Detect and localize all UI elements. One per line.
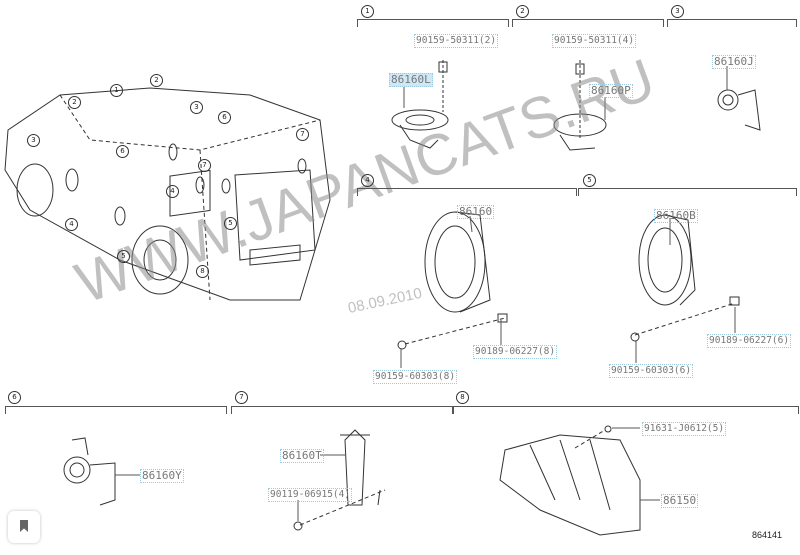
illustration-code: 864141 (752, 530, 783, 540)
car-callout[interactable]: 8 (196, 265, 209, 278)
car-callout[interactable]: 7 (296, 128, 309, 141)
section-bracket (5, 406, 227, 414)
car-callout[interactable]: 6 (218, 111, 231, 124)
car-callout[interactable]: 5 (117, 250, 130, 263)
part-label-86160B[interactable]: 86160B (654, 209, 698, 223)
part-label-bolt[interactable]: 90159-50311(4) (552, 34, 637, 48)
car-callout[interactable]: 1 (110, 84, 123, 97)
part-label-bolt[interactable]: 90159-50311(2) (414, 34, 499, 48)
vehicle-illustration (4, 87, 331, 301)
section-bracket (357, 19, 509, 27)
leader-lines (115, 66, 736, 521)
part-label-86160Y[interactable]: 86160Y (140, 469, 184, 483)
part-label-screw[interactable]: 90159-60303(6) (609, 364, 694, 378)
part-label-86160[interactable]: 86160 (457, 205, 495, 219)
section-number: 7 (235, 391, 248, 404)
part-label-86150[interactable]: 86150 (661, 494, 699, 508)
part-label-clip[interactable]: 90189-06227(8) (473, 345, 558, 359)
part-label-bolt[interactable]: 91631-J0612(5) (642, 422, 727, 436)
car-callout[interactable]: 3 (27, 134, 40, 147)
section-number: 6 (8, 391, 21, 404)
section-bracket (453, 406, 799, 414)
section-number: 2 (516, 5, 529, 18)
car-callout[interactable]: 2 (68, 96, 81, 109)
car-callout[interactable]: 2 (150, 74, 163, 87)
part-label-86160L[interactable]: 86160L (389, 73, 433, 87)
car-callout[interactable]: 6 (116, 145, 129, 158)
section-bracket (512, 19, 664, 27)
section-number: 3 (671, 5, 684, 18)
section-bracket (667, 19, 797, 27)
car-callout[interactable]: 3 (190, 101, 203, 114)
car-callout[interactable]: 5 (224, 217, 237, 230)
section-bracket (231, 406, 453, 414)
section-bracket (578, 188, 797, 196)
part-label-86160T[interactable]: 86160T (280, 449, 324, 463)
section-number: 1 (361, 5, 374, 18)
bookmark-button[interactable] (8, 511, 40, 543)
car-callout[interactable]: 4 (166, 185, 179, 198)
part-label-86160J[interactable]: 86160J (712, 55, 756, 69)
part-drawings (63, 60, 761, 536)
part-label-screw[interactable]: 90159-60303(8) (373, 370, 458, 384)
section-number: 4 (361, 174, 374, 187)
section-number: 5 (583, 174, 596, 187)
section-number: 8 (456, 391, 469, 404)
section-bracket (357, 188, 577, 196)
car-callout[interactable]: 4 (65, 218, 78, 231)
car-callout[interactable]: 7 (198, 159, 211, 172)
part-label-bolt[interactable]: 90119-06915(4) (268, 488, 353, 502)
part-label-clip[interactable]: 90189-06227(6) (707, 334, 792, 348)
part-label-86160P[interactable]: 86160P (589, 84, 633, 98)
